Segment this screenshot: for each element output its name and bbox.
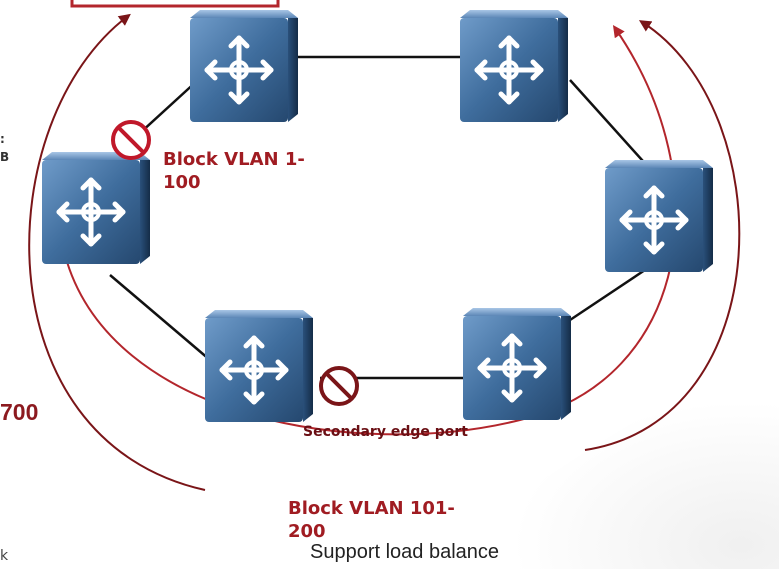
switch-left[interactable] (42, 152, 150, 264)
left-fragment-b: B (0, 150, 10, 164)
label-frame-fragment (70, 0, 280, 8)
l2-switch-icon (190, 10, 298, 122)
left-fragment-dot: : (0, 132, 5, 146)
arc-inner-right (64, 25, 677, 436)
link-bottom-left (109, 274, 211, 361)
switch-top-left[interactable] (190, 10, 298, 122)
l2-switch-icon (463, 308, 571, 420)
ring-links (104, 55, 661, 380)
l2-switch-icon (205, 310, 313, 422)
diagram-caption: Support load balance (310, 541, 500, 563)
blocked-port-icon (111, 120, 151, 160)
left-fragment-k: k (0, 548, 9, 564)
switch-bottom-left[interactable] (205, 310, 313, 422)
secondary-edge-port-label: Secondary edge port (303, 424, 468, 440)
arc-outer-right (584, 20, 741, 451)
l2-switch-icon (42, 152, 150, 264)
l2-switch-icon (460, 10, 568, 122)
switch-top-right[interactable] (460, 10, 568, 122)
switch-bottom-right[interactable] (463, 308, 571, 420)
switch-right[interactable] (605, 160, 713, 272)
l2-switch-icon (605, 160, 713, 272)
block-vlan-1-100-label: Block VLAN 1- 100 (163, 149, 305, 193)
left-value-label: 700 (0, 399, 39, 425)
block-vlan-101-200-label: Block VLAN 101- 200 (288, 498, 455, 542)
arc-left (28, 13, 206, 491)
blocked-port-icon (319, 366, 359, 406)
